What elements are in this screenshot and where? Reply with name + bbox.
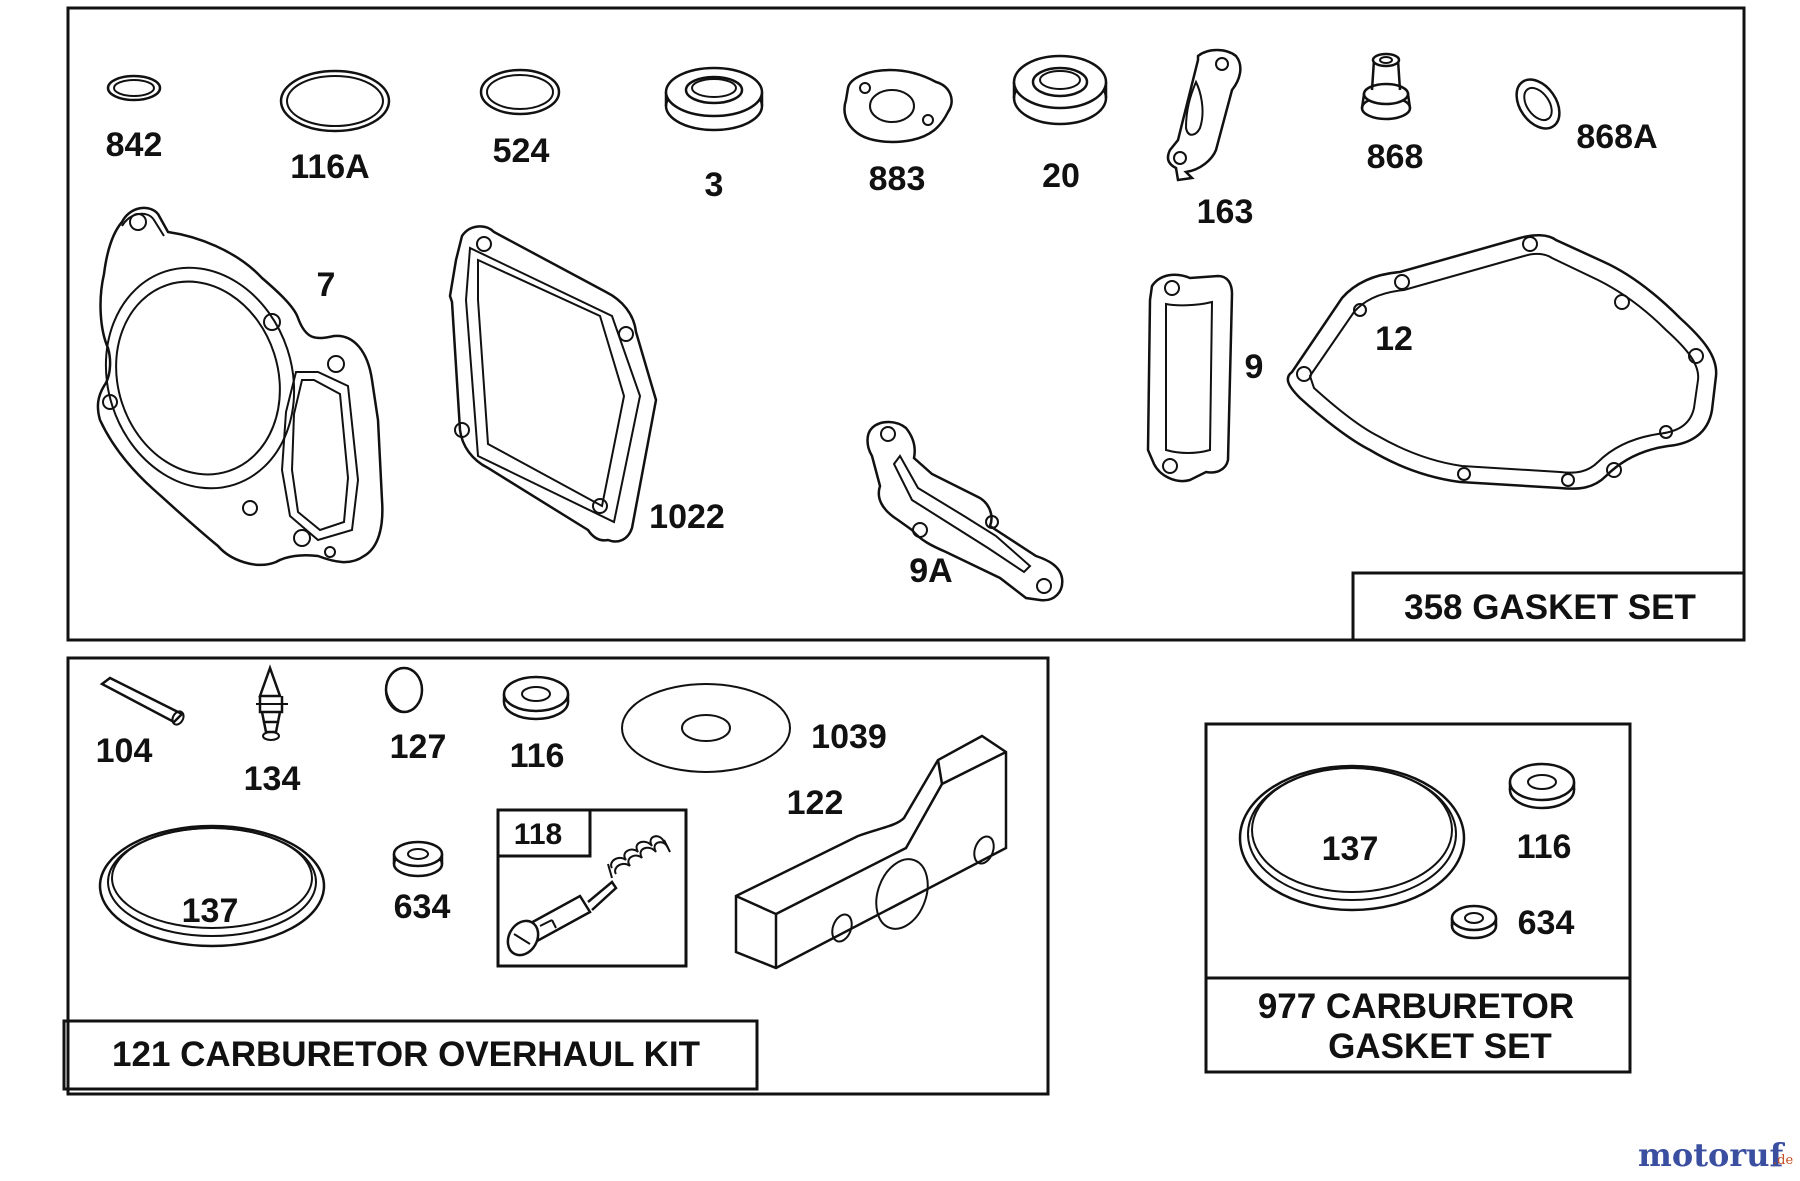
brand-watermark: motoruf .de xyxy=(1638,1136,1793,1174)
gasket-set-title: 358 GASKET SET xyxy=(1404,588,1696,627)
part-9A xyxy=(866,420,1064,602)
part-7-head-gasket xyxy=(96,206,384,567)
label-7: 7 xyxy=(317,266,336,304)
carb-gasket-set-panel: 977 CARBURETOR GASKET SET 137 116 634 xyxy=(1204,722,1632,1074)
part-12-crankcase xyxy=(1286,234,1718,490)
part-1022 xyxy=(448,225,658,543)
label-c137: 137 xyxy=(1322,830,1379,868)
brand-suffix: .de xyxy=(1773,1153,1793,1168)
label-k118: 118 xyxy=(514,818,562,851)
carb-gasket-set-frame xyxy=(1204,722,1632,1074)
part-1039-diaphragm xyxy=(621,683,791,773)
carb-gasket-set-title-1: 977 CARBURETOR xyxy=(1258,987,1574,1026)
gasket-set-frame xyxy=(66,6,1746,642)
part-c137-ring xyxy=(1238,764,1466,912)
part-163 xyxy=(1166,48,1242,182)
label-12: 12 xyxy=(1375,320,1413,358)
label-k127: 127 xyxy=(390,728,447,766)
label-9: 9 xyxy=(1245,348,1264,386)
part-127-plug xyxy=(384,666,424,714)
part-134-needle xyxy=(256,664,288,741)
part-116A xyxy=(279,69,391,133)
label-524: 524 xyxy=(493,132,550,170)
part-9 xyxy=(1146,273,1234,483)
label-k1039: 1039 xyxy=(811,718,887,756)
label-163: 163 xyxy=(1197,193,1254,231)
overhaul-kit-panel: 121 CARBURETOR OVERHAUL KIT 104 134 127 xyxy=(62,656,1050,1096)
brand-name: motoruf xyxy=(1638,1136,1785,1174)
label-116A: 116A xyxy=(290,148,369,186)
label-9A: 9A xyxy=(909,552,952,590)
label-k122: 122 xyxy=(787,784,844,822)
label-k137: 137 xyxy=(182,892,239,930)
gasket-set-title-box xyxy=(1351,571,1746,642)
part-883 xyxy=(843,68,953,144)
part-k137-ring xyxy=(98,824,326,948)
part-104-pin xyxy=(99,676,185,726)
label-1022: 1022 xyxy=(649,498,725,536)
overhaul-kit-frame xyxy=(66,656,1050,1096)
overhaul-kit-title: 121 CARBURETOR OVERHAUL KIT xyxy=(112,1035,700,1074)
part-868 xyxy=(1360,52,1412,121)
part-868A xyxy=(1515,78,1561,130)
part-c116-washer xyxy=(1508,762,1576,810)
label-868A: 868A xyxy=(1576,118,1657,156)
label-c634: 634 xyxy=(1518,904,1575,942)
part-118-mixture-screw-set xyxy=(496,808,688,968)
label-k634: 634 xyxy=(394,888,451,926)
part-20-seal xyxy=(1012,54,1108,126)
overhaul-kit-title-box xyxy=(62,1019,759,1091)
inset-118-tab xyxy=(496,808,592,858)
part-3-seal xyxy=(664,66,764,132)
label-3: 3 xyxy=(705,166,724,204)
label-c116: 116 xyxy=(1517,828,1572,866)
label-k104: 104 xyxy=(96,732,153,770)
label-k134: 134 xyxy=(244,760,301,798)
part-c634-washer xyxy=(1450,904,1498,940)
part-122-spacer xyxy=(734,734,1008,970)
label-883: 883 xyxy=(869,160,926,198)
inset-118-frame xyxy=(496,808,688,968)
carb-gasket-set-title-2: GASKET SET xyxy=(1328,1027,1552,1066)
part-k116-washer xyxy=(502,675,570,721)
part-842 xyxy=(106,74,162,102)
label-20: 20 xyxy=(1042,157,1080,195)
part-524 xyxy=(479,68,561,116)
label-868: 868 xyxy=(1367,138,1424,176)
gasket-set-panel: 358 GASKET SET 842 116A 524 3 xyxy=(66,6,1746,642)
label-k116: 116 xyxy=(510,737,565,775)
part-k634-washer xyxy=(392,840,444,878)
label-842: 842 xyxy=(106,126,163,164)
